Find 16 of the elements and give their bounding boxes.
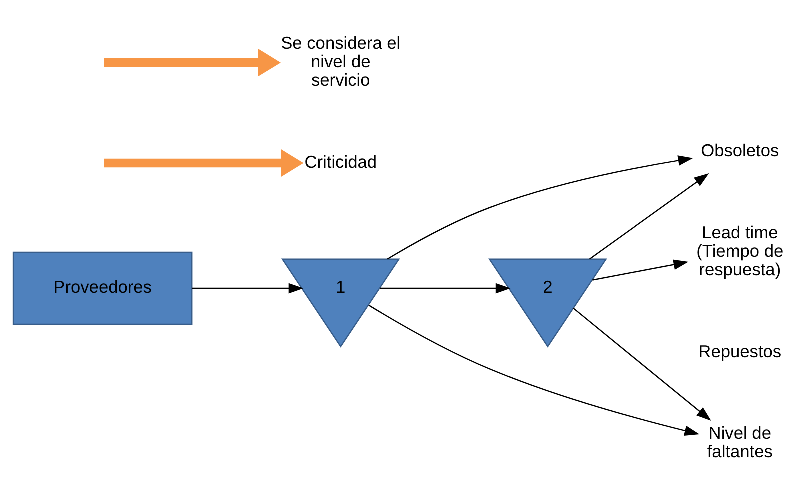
arrow: [592, 260, 689, 281]
arrow: [104, 149, 304, 178]
arrow: [590, 173, 710, 260]
label: Repuestos: [698, 342, 782, 362]
node-text: Nivel de faltantes: [707, 422, 773, 462]
arrow: [387, 156, 694, 260]
node-text: Criticidad: [304, 152, 378, 172]
arrow: [573, 308, 712, 421]
arrow: [192, 283, 304, 294]
node-text: Obsoletos: [701, 140, 780, 161]
node-text: Se considera el nivel de servicio: [281, 32, 401, 90]
node-text: Lead time (Tiempo de respuesta): [696, 222, 784, 280]
arrow: [380, 283, 511, 294]
arrow: [368, 304, 700, 436]
arrow: [104, 49, 281, 77]
node-box: Proveedores: [12, 252, 193, 326]
